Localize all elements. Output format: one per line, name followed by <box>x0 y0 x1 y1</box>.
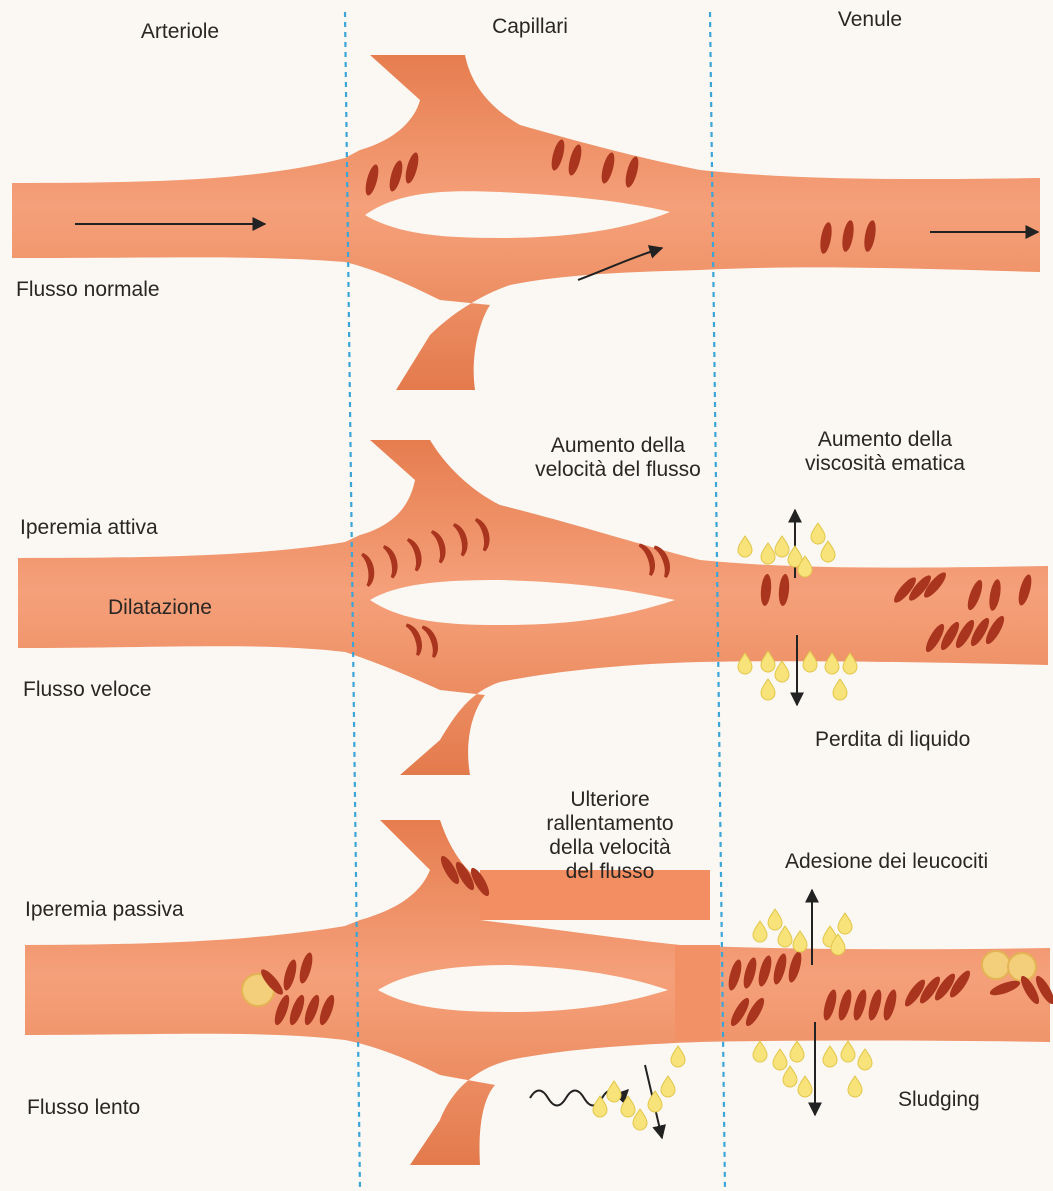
fluid-drop <box>775 536 789 557</box>
fluid-drop <box>761 679 775 700</box>
fluid-drop <box>738 536 752 557</box>
annotation-sludging: Sludging <box>898 1088 980 1112</box>
fluid-drop <box>661 1076 675 1097</box>
label-iperemia-attiva: Iperemia attiva <box>20 516 158 540</box>
fluid-drop <box>775 661 789 682</box>
annotation-ulteriore-rallentamento: Ulteriore rallentamento della velocità d… <box>500 788 720 884</box>
fluid-drop <box>671 1046 685 1067</box>
annotation-adesione-leucociti: Adesione dei leucociti <box>785 850 988 874</box>
label-iperemia-passiva: Iperemia passiva <box>25 898 184 922</box>
fluid-drop <box>838 913 852 934</box>
vessel-patch-2 <box>675 945 720 1040</box>
fluid-drop <box>768 909 782 930</box>
fluid-drop <box>773 1049 787 1070</box>
fluid-drop <box>798 1076 812 1097</box>
fluid-drop <box>793 931 807 952</box>
annotation-aumento-velocita: Aumento della velocità del flusso <box>478 434 758 482</box>
label-flusso-veloce: Flusso veloce <box>23 678 151 702</box>
panel-normal-flow <box>12 55 1040 390</box>
label-flusso-lento: Flusso lento <box>27 1096 140 1120</box>
fluid-drop <box>848 1076 862 1097</box>
fluid-drop <box>753 921 767 942</box>
fluid-drop <box>648 1091 662 1112</box>
fluid-drop <box>790 1041 804 1062</box>
fluid-drop <box>753 1041 767 1062</box>
column-header-venule: Venule <box>795 8 945 32</box>
fluid-drop <box>621 1096 635 1117</box>
fluid-drop <box>783 1066 797 1087</box>
leukocyte <box>982 951 1010 979</box>
fluid-drop <box>858 1049 872 1070</box>
label-flusso-normale: Flusso normale <box>16 278 160 302</box>
fluid-drop <box>593 1096 607 1117</box>
fluid-drop <box>607 1081 621 1102</box>
fluid-drop <box>778 926 792 947</box>
fluid-drop <box>841 1041 855 1062</box>
column-header-capillari: Capillari <box>455 15 605 39</box>
fluid-drop <box>821 541 835 562</box>
fluid-drop <box>761 543 775 564</box>
fluid-drop <box>811 523 825 544</box>
annotation-perdita-liquido: Perdita di liquido <box>815 728 970 752</box>
fluid-drop <box>833 679 847 700</box>
label-dilatazione: Dilatazione <box>108 596 212 620</box>
column-header-arteriole: Arteriole <box>105 20 255 44</box>
fluid-drop <box>823 1046 837 1067</box>
annotation-aumento-viscosita: Aumento della viscosità ematica <box>765 428 1005 476</box>
